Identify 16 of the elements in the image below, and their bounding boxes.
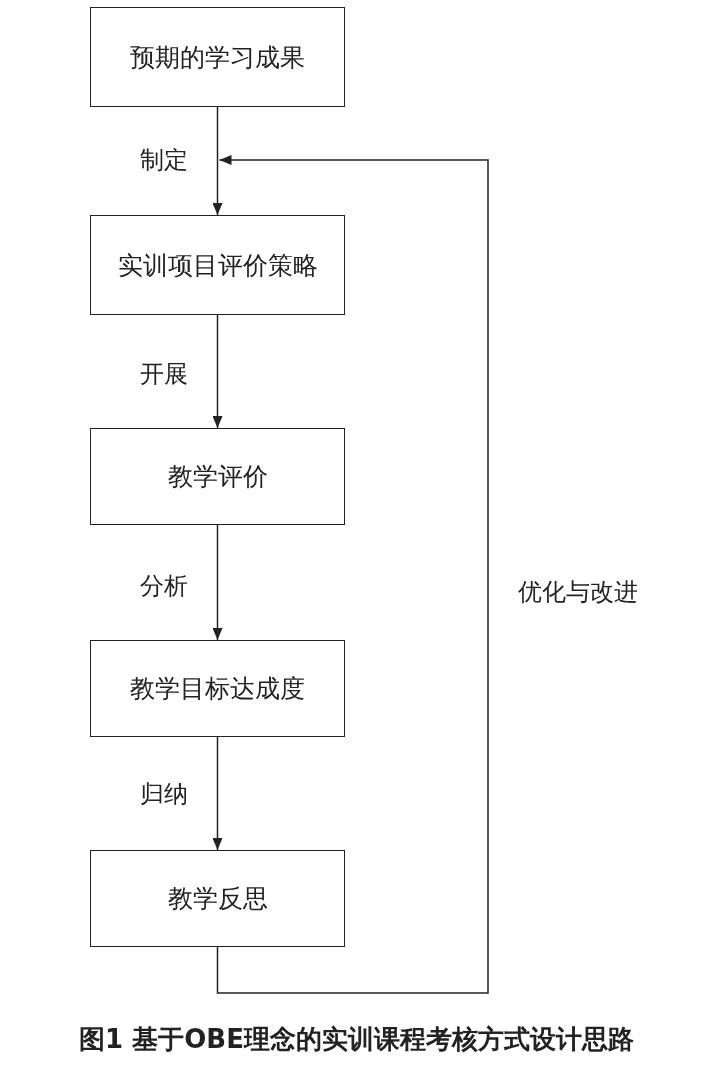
arrow [212, 524, 223, 641]
process-box: 教学目标达成度 [90, 640, 345, 737]
process-box: 实训项目评价策略 [90, 215, 345, 315]
arrow [212, 736, 223, 851]
edge-label: 分析 [140, 572, 188, 601]
process-box: 教学反思 [90, 850, 345, 947]
process-box: 预期的学习成果 [90, 7, 345, 107]
edge-label: 归纳 [140, 780, 188, 809]
process-box: 教学评价 [90, 428, 345, 525]
figure-caption: 图1 基于OBE理念的实训课程考核方式设计思路 [78, 1023, 635, 1056]
edge-label: 制定 [140, 146, 188, 175]
arrow [216, 155, 489, 994]
edge-label: 开展 [140, 360, 188, 389]
arrow [212, 314, 223, 429]
arrow [212, 106, 223, 216]
edge-label: 优化与改进 [518, 578, 638, 607]
